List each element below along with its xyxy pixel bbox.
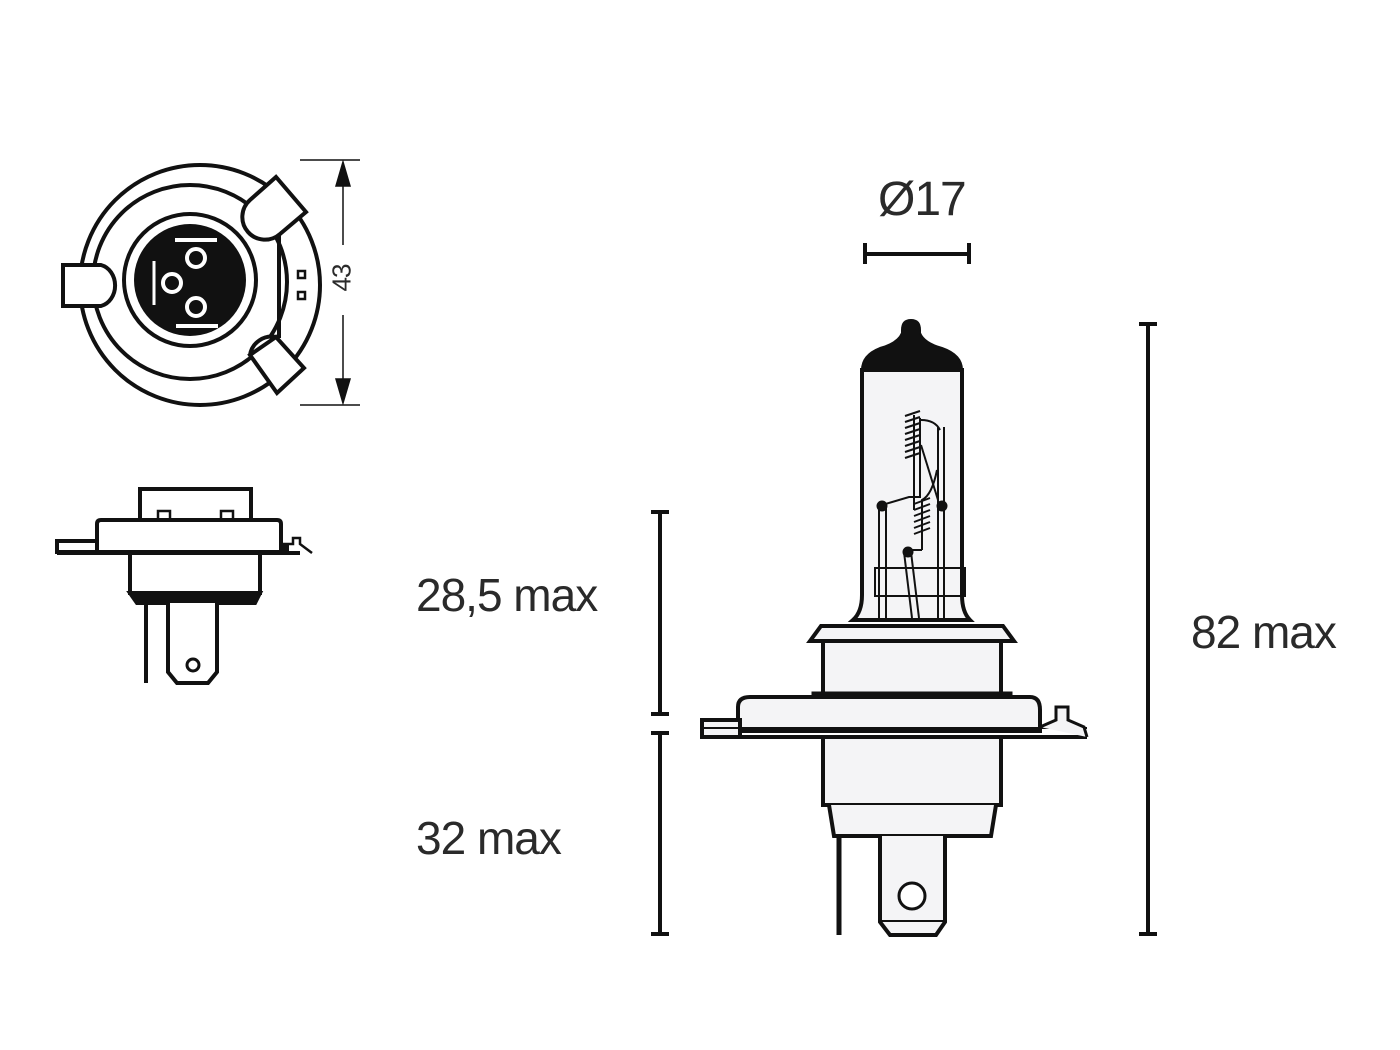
base-diameter-label: 43 <box>326 264 357 292</box>
total-height-label: 82 max <box>1191 606 1337 658</box>
base-diameter-dimension <box>300 159 360 406</box>
base-side-view <box>55 487 313 685</box>
lower-height-dimension <box>651 731 669 936</box>
glass-diameter-label: Ø17 <box>878 173 967 226</box>
glass-diameter-dimension <box>863 243 971 264</box>
lower-height-label: 32 max <box>416 812 562 864</box>
bulb-side-view <box>700 318 1089 937</box>
upper-height-dimension <box>651 510 669 716</box>
total-height-dimension <box>1139 322 1157 936</box>
upper-height-label: 28,5 max <box>416 569 598 621</box>
base-front-view <box>61 163 322 407</box>
